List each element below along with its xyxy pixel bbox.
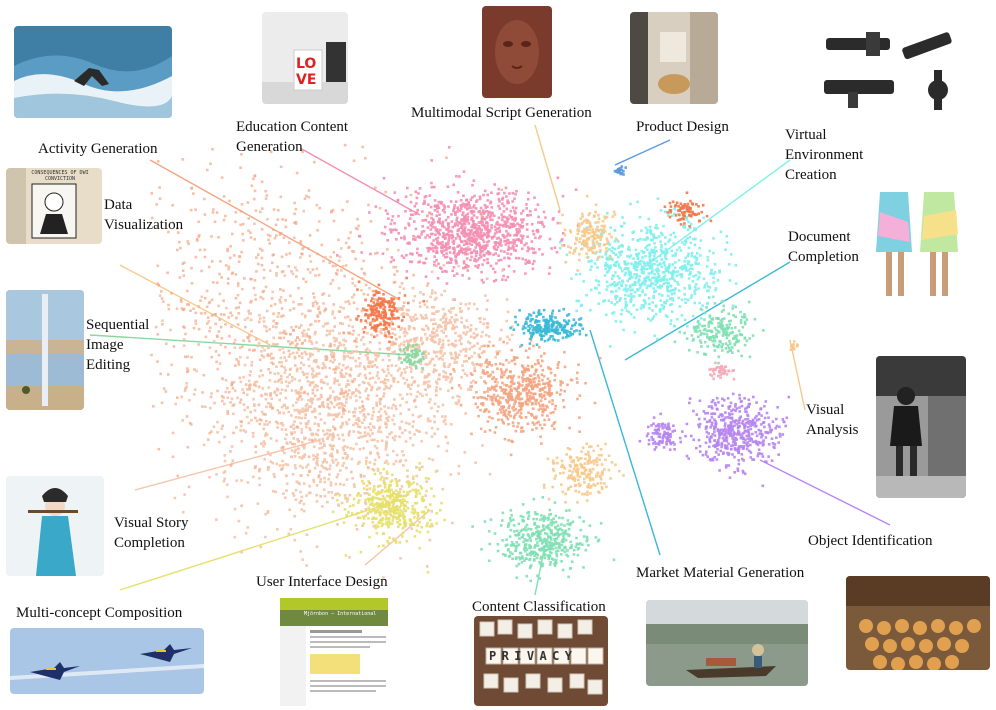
label-data-visualization: Data Visualization xyxy=(104,197,184,233)
street-person-bw-thumbnail xyxy=(876,356,966,498)
connector-line xyxy=(299,147,421,216)
label-object-identification: Object Identification xyxy=(808,533,933,549)
desert-sequence-thumbnail xyxy=(6,290,84,410)
connector-line xyxy=(614,139,671,166)
label-product-design: Product Design xyxy=(636,119,729,135)
weapon-models-thumbnail xyxy=(818,26,970,116)
flute-player-thumbnail xyxy=(6,476,104,576)
love-sculpture-thumbnail: LO VE xyxy=(262,12,348,104)
connector-line xyxy=(624,261,791,361)
label-document-completion: Document Completion xyxy=(788,229,859,265)
connector-line xyxy=(119,264,271,346)
label-activity-generation: Activity Generation xyxy=(38,141,158,157)
connector-lines xyxy=(89,124,891,596)
label-multimodal-script-generation: Multimodal Script Generation xyxy=(411,105,592,121)
connector-line xyxy=(149,159,401,301)
label-content-classification: Content Classification xyxy=(472,599,606,615)
cube-word: PRIVACY xyxy=(489,649,578,663)
website-screenshot-thumbnail: Mjörnbon – International xyxy=(276,596,392,708)
label-market-material-generation: Market Material Generation xyxy=(636,565,805,581)
dwi-caption: CONSEQUENCES OF DWI CONVICTION xyxy=(31,170,89,182)
label-visual-story-completion: Visual Story Completion xyxy=(114,515,189,551)
cluster-points xyxy=(150,143,799,583)
surfer-thumbnail xyxy=(14,26,172,118)
connector-line xyxy=(759,459,891,526)
connector-line xyxy=(119,499,401,591)
connector-line xyxy=(134,439,321,491)
dwi-cartoon-thumbnail: CONSEQUENCES OF DWI CONVICTION xyxy=(6,168,102,244)
website-title: Mjörnbon – International xyxy=(304,611,377,617)
letter-cubes-thumbnail: PRIVACY xyxy=(474,616,608,706)
pastries-thumbnail xyxy=(846,576,990,670)
label-multi-concept-composition: Multi-concept Composition xyxy=(16,605,183,621)
label-education-content-generation: Education Content Generation xyxy=(236,119,349,155)
connector-line xyxy=(589,329,661,556)
carved-face-thumbnail xyxy=(482,6,552,98)
connector-line xyxy=(789,339,806,411)
floating-market-thumbnail xyxy=(646,600,808,686)
label-virtual-environment-creation: Virtual Environment Creation xyxy=(785,127,864,183)
label-visual-analysis: Visual Analysis xyxy=(806,402,859,438)
bathroom-thumbnail xyxy=(630,12,718,104)
connector-line xyxy=(364,509,431,566)
connector-line xyxy=(534,124,561,211)
label-user-interface-design: User Interface Design xyxy=(256,574,388,590)
tie-dye-dress-thumbnail xyxy=(872,182,964,302)
label-sequential-image-editing: Sequential Image Editing xyxy=(86,317,150,373)
blue-angels-jets-thumbnail xyxy=(10,628,204,694)
